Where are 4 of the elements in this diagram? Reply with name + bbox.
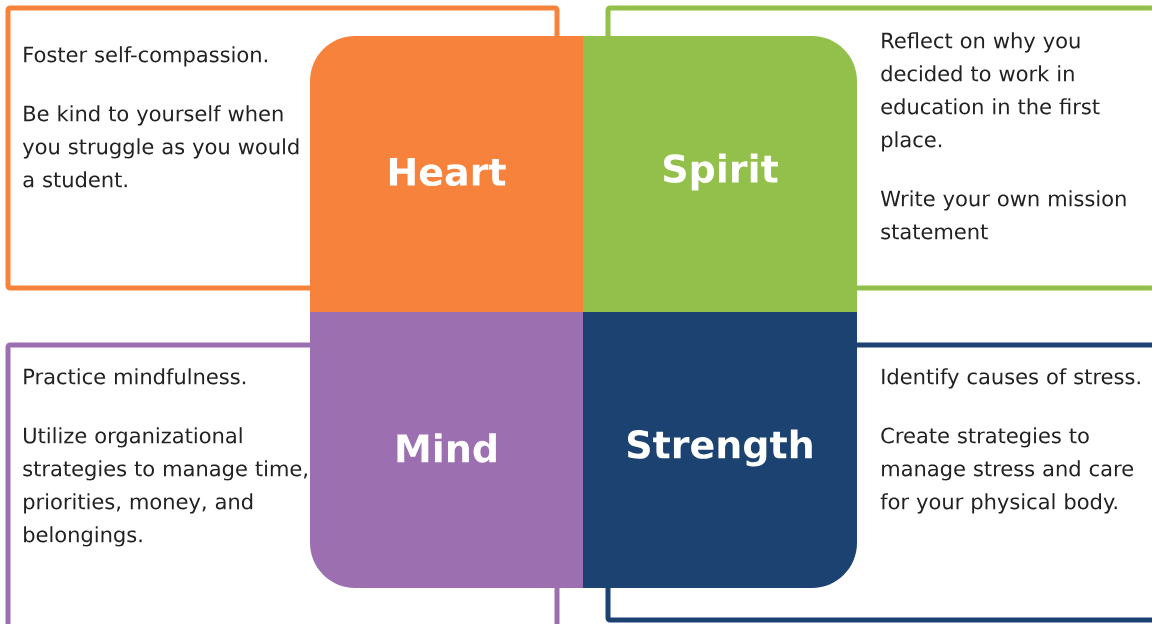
quadrant-tile: Heart (310, 36, 583, 312)
quadrant-tile: Spirit (583, 36, 857, 312)
quadrant-tile: Mind (310, 312, 583, 588)
quadrant-tile: Strength (583, 312, 857, 588)
